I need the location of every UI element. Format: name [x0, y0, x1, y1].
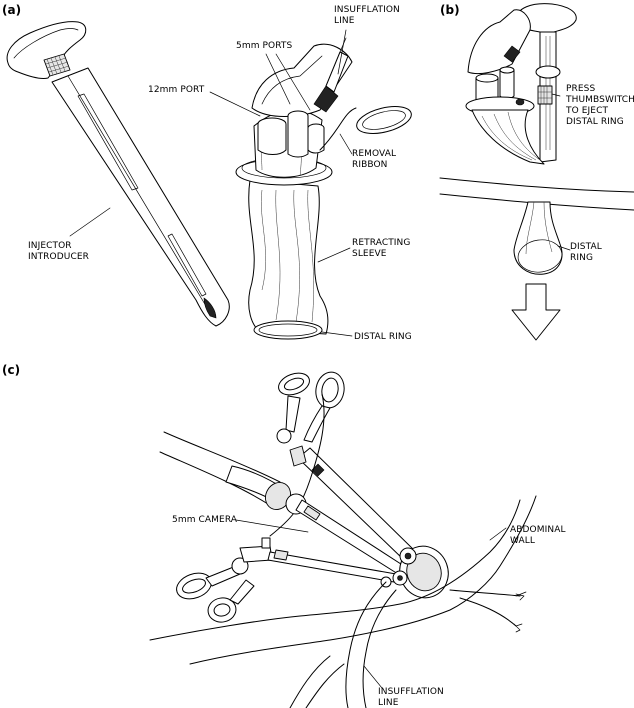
label-press-thumbswitch: PRESS THUMBSWITCH TO EJECT DISTAL RING — [565, 84, 634, 127]
label-5mm-camera: 5mm CAMERA — [172, 515, 238, 525]
label-removal-ribbon: REMOVAL RIBBON — [352, 149, 399, 170]
leader-injector — [69, 207, 111, 237]
insufflation-tube-left — [345, 581, 387, 708]
label-retracting-sleeve: RETRACTING SLEEVE — [352, 238, 413, 259]
panel-c: (c) — [2, 363, 569, 708]
panel-a-label: (a) — [2, 3, 21, 17]
port-injector-assembly-drawing — [465, 3, 577, 165]
leader-abdominal-wall — [489, 527, 507, 541]
abdominal-wall-inner — [189, 495, 537, 665]
lower-grasper-drawing — [176, 537, 397, 623]
leader-thumbswitch — [551, 93, 561, 97]
tissue-fibers-2 — [513, 623, 523, 633]
down-arrow-icon — [511, 283, 561, 341]
panel-c-label: (c) — [2, 363, 20, 377]
label-12mm-port: 12mm PORT — [148, 85, 205, 95]
label-5mm-ports: 5mm PORTS — [236, 41, 293, 51]
label-insufflation-line-c: INSUFFLATION LINE — [378, 687, 447, 708]
upper-grasper-drawing — [276, 371, 417, 561]
tube-upper — [163, 431, 281, 483]
abdominal-wall-outer — [149, 499, 521, 641]
camera-drawing — [225, 465, 405, 575]
wall-tissue-line-2 — [459, 597, 517, 627]
label-distal-ring-b: DISTAL RING — [570, 242, 605, 263]
leader-5mm-port-2 — [275, 53, 311, 111]
tissue-fibers-1 — [515, 591, 527, 601]
tube-lower — [159, 451, 269, 505]
upper-cable — [269, 393, 325, 537]
leader-12mm-port — [209, 91, 261, 117]
leader-distal-ring-a — [321, 331, 353, 337]
panel-b: (b) PRESS THU — [439, 3, 634, 341]
leader-removal-ribbon — [339, 133, 353, 155]
leader-5mm-port-1 — [265, 53, 291, 105]
injector-introducer-drawing — [6, 21, 230, 327]
panel-a: (a) INJECTOR INTRODUCER — [2, 3, 413, 342]
leader-insufflation-a — [337, 29, 347, 75]
leader-camera — [235, 519, 309, 533]
bowel-curve-1 — [289, 655, 331, 708]
leader-retracting-sleeve — [317, 247, 351, 263]
label-distal-ring-a: DISTAL RING — [354, 332, 412, 342]
leader-distal-ring-b — [557, 245, 571, 251]
bowel-curve-2 — [305, 663, 345, 708]
wall-tissue-line-1 — [449, 589, 521, 597]
leader-insufflation-c — [363, 665, 383, 689]
distal-ring-deployed-drawing — [513, 201, 563, 275]
label-insufflation-line-a: INSUFFLATION LINE — [334, 5, 403, 26]
port-device-drawing — [235, 37, 412, 340]
insufflation-tube-right — [362, 589, 397, 708]
label-abdominal-wall: ABDOMINAL WALL — [510, 525, 569, 546]
panel-b-label: (b) — [440, 3, 460, 17]
label-injector-introducer: INJECTOR INTRODUCER — [28, 241, 89, 262]
wall-line-top — [439, 177, 634, 193]
